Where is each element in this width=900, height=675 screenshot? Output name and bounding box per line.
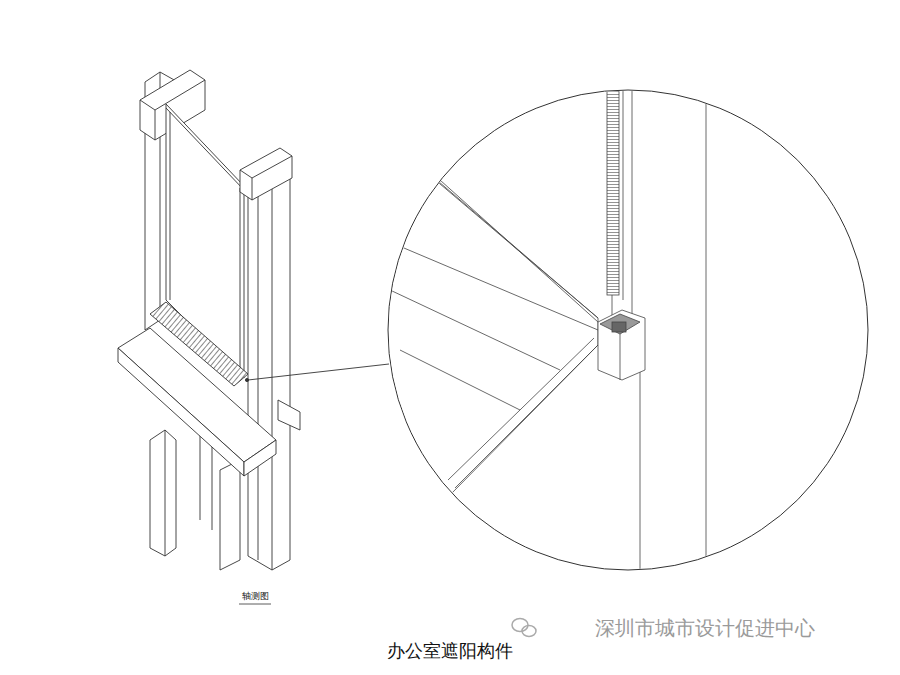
detail-circle	[380, 80, 868, 580]
axonometric-drawing	[118, 70, 389, 570]
view-title: 轴测图	[242, 591, 269, 602]
watermark: 深圳市城市设计促进中心	[595, 616, 815, 640]
wechat-icon	[512, 619, 536, 637]
caption: 办公室遮阳构件	[387, 640, 513, 662]
title-underline	[239, 604, 271, 605]
